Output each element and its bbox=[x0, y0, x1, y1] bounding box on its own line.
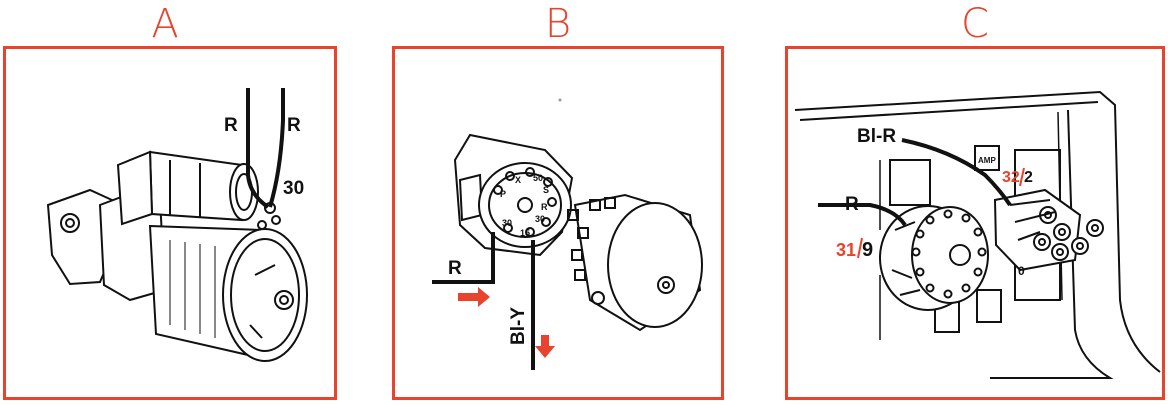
terminal-label-9: 9 bbox=[862, 239, 873, 261]
terminal-label-32: 32 bbox=[1002, 169, 1020, 186]
ignition-switch-illustration bbox=[453, 98, 703, 332]
pin-label-s: S bbox=[543, 185, 549, 195]
arrow-icons-panel-b bbox=[458, 287, 555, 358]
arrow-right-icon bbox=[458, 287, 490, 307]
panel-a-letter: A bbox=[151, 1, 179, 47]
divider-31-9 bbox=[857, 237, 863, 259]
wire-label-bl-y: Bl-Y bbox=[508, 307, 529, 345]
wire-label-r-c: R bbox=[845, 194, 859, 215]
starter-motor-illustration bbox=[46, 150, 308, 362]
wire-label-r-left: R bbox=[224, 115, 238, 136]
zero-label: 0 bbox=[1018, 264, 1025, 278]
wires-panel-a bbox=[246, 88, 285, 209]
wire-label-r-b: R bbox=[448, 258, 462, 279]
amp-label: AMP bbox=[978, 156, 996, 165]
pin-label-50: 50 bbox=[533, 173, 543, 183]
wires-panel-b bbox=[432, 232, 535, 370]
wire-label-r-right: R bbox=[287, 115, 301, 136]
panel-c-letter: C bbox=[961, 1, 989, 47]
pin-label-p: P bbox=[500, 189, 506, 199]
wire-label-bl-r: Bl-R bbox=[857, 126, 896, 147]
pin-label-30b: 30 bbox=[535, 214, 545, 224]
pin-label-r: R bbox=[541, 202, 548, 212]
terminal-label-31: 31 bbox=[836, 240, 856, 260]
terminal-label-30: 30 bbox=[283, 178, 304, 199]
pin-labels-panel-b: X P 50 S R 30 15 30 bbox=[500, 173, 549, 238]
arrow-down-icon bbox=[535, 335, 555, 358]
wires-panel-c bbox=[818, 138, 1012, 227]
pin-label-15: 15 bbox=[520, 228, 530, 238]
pin-label-30: 30 bbox=[502, 218, 512, 228]
panel-b-letter: B bbox=[544, 1, 572, 47]
pin-label-x: X bbox=[515, 175, 521, 185]
instrument-panel-illustration bbox=[794, 90, 1161, 379]
divider-32-2 bbox=[1019, 167, 1025, 187]
terminal-label-2: 2 bbox=[1024, 169, 1033, 186]
